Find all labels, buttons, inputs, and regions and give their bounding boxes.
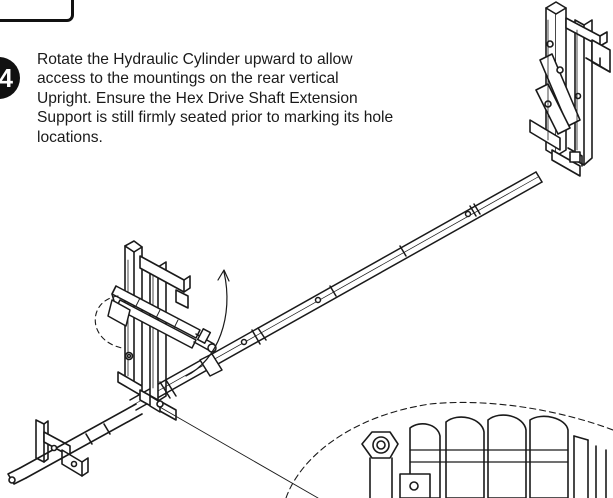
detail-dashed-circle	[285, 401, 613, 498]
step-number: 4	[0, 62, 13, 93]
rear-upright-frame	[529, 1, 611, 177]
step-header-box	[0, 0, 74, 22]
hex-drive-shaft	[129, 171, 543, 411]
rotation-arrow	[185, 269, 230, 377]
pivot-dashed-arc	[94, 295, 123, 349]
step-number-badge: 4	[0, 57, 20, 99]
detail-view	[285, 401, 613, 498]
front-upright-frame	[117, 240, 191, 421]
extension-support	[7, 403, 143, 485]
detail-leader-line	[157, 405, 319, 498]
step-instructions: Rotate the Hydraulic Cylinder upward to …	[37, 51, 394, 146]
